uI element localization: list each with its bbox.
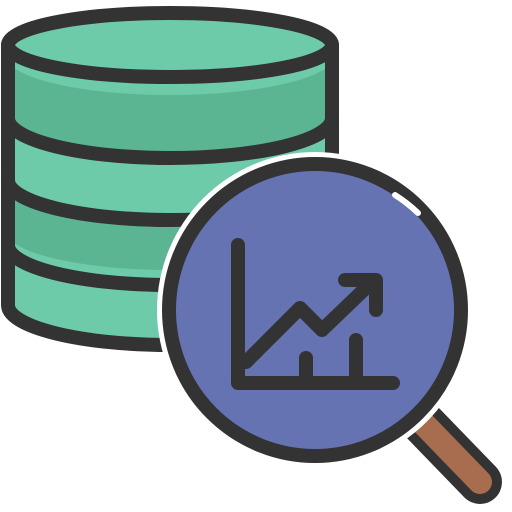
database-divider-1 — [1, 111, 339, 165]
trend-line — [239, 275, 379, 369]
trend-arrow-head — [338, 273, 383, 317]
lens-highlight-arc — [392, 192, 421, 216]
database-band-1 — [5, 55, 335, 155]
growth-chart-icon — [231, 238, 400, 390]
chart-axes — [231, 238, 400, 390]
magnifier-handle — [408, 408, 492, 494]
magnifier-lens — [162, 157, 468, 463]
database-top — [1, 6, 339, 84]
